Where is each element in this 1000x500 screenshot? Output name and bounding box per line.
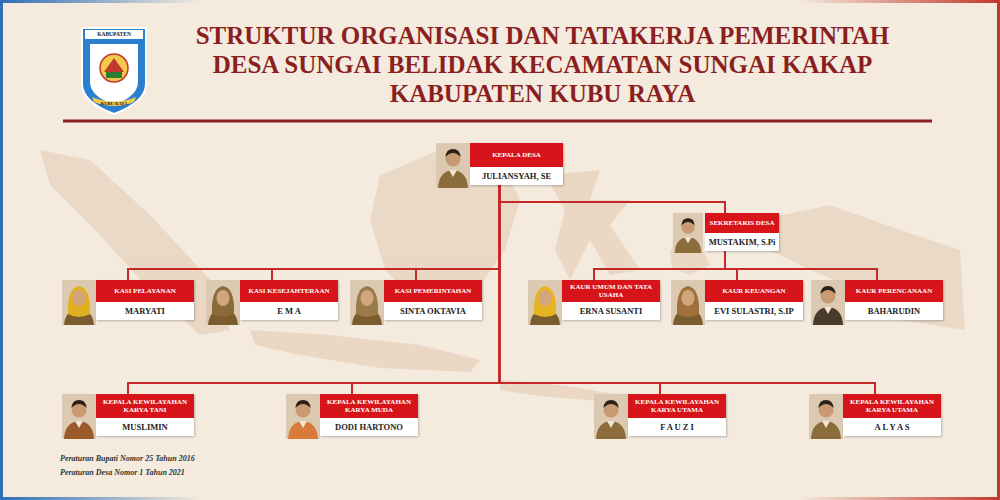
portrait <box>809 394 843 439</box>
regulation-note: Peraturan Desa Nomor 1 Tahun 2021 <box>60 468 185 477</box>
org-connector <box>725 251 877 280</box>
org-connector <box>416 185 500 280</box>
position-title: KASI KESEJAHTERAAN <box>240 280 338 302</box>
official-name: MARYATI <box>96 302 194 320</box>
official-name: MUSLIMIN <box>96 418 194 436</box>
org-connector <box>272 185 500 280</box>
portrait <box>350 280 384 325</box>
portrait <box>673 213 703 253</box>
position-title: KEPALA KEWILAYAHAN KARYA MUDA <box>320 394 418 418</box>
official-name: F A U Z I <box>628 418 726 436</box>
portrait <box>286 394 320 439</box>
official-name: MUSTAKIM, S.Pi <box>705 233 779 251</box>
position-title: SEKRETARIS DESA <box>705 213 779 233</box>
logo-text: KABUPATEN <box>85 31 143 37</box>
position-title: KASI PELAYANAN <box>96 280 194 302</box>
portrait <box>528 280 562 325</box>
org-connector <box>500 185 876 394</box>
position-title: KAUR PERENCANAAN <box>845 280 943 302</box>
position-title: KEPALA DESA <box>470 143 563 167</box>
org-connector <box>128 185 500 280</box>
portrait <box>671 280 705 325</box>
title-underline <box>63 120 932 123</box>
position-title: KAUR KEUANGAN <box>705 280 803 302</box>
portrait <box>811 280 845 325</box>
official-name: A L Y A S <box>843 418 941 436</box>
official-name: JULIANSYAH, SE <box>470 167 563 185</box>
org-box: KEPALA KEWILAYAHAN KARYA UTAMAF A U Z I <box>628 394 726 436</box>
org-box: KEPALA KEWILAYAHAN KARYA UTAMAA L Y A S <box>843 394 941 436</box>
portrait <box>62 394 96 439</box>
org-box: KEPALA KEWILAYAHAN KARYA TANIMUSLIMIN <box>96 394 194 436</box>
portrait <box>62 280 96 325</box>
portrait <box>206 280 240 325</box>
org-connector <box>500 185 661 394</box>
regulation-note: Peraturan Bupati Nomor 25 Tahun 2016 <box>60 454 195 463</box>
regency-logo <box>82 28 146 114</box>
org-box: KASI PEMERINTAHANSINTA OKTAVIA <box>384 280 482 320</box>
map-islands <box>40 150 965 402</box>
org-connector <box>594 251 725 280</box>
org-connector <box>725 251 737 280</box>
official-name: ERNA SUSANTI <box>562 302 660 320</box>
org-box: KAUR PERENCANAANBAHARUDIN <box>845 280 943 320</box>
org-box: KASI PELAYANANMARYATI <box>96 280 194 320</box>
org-connector <box>500 185 726 213</box>
org-box: KEPALA KEWILAYAHAN KARYA MUDADODI HARTON… <box>320 394 418 436</box>
portrait <box>436 143 470 188</box>
official-name: EVI SULASTRI, S.IP <box>705 302 803 320</box>
page-title: STRUKTUR ORGANISASI DAN TATAKERJA PEMERI… <box>165 22 920 108</box>
position-title: KEPALA KEWILAYAHAN KARYA UTAMA <box>843 394 941 418</box>
portrait <box>594 394 628 439</box>
org-box: SEKRETARIS DESAMUSTAKIM, S.Pi <box>705 213 779 251</box>
org-box: KAUR UMUM DAN TATA USAHAERNA SUSANTI <box>562 280 660 320</box>
position-title: KAUR UMUM DAN TATA USAHA <box>562 280 660 302</box>
position-title: KEPALA KEWILAYAHAN KARYA TANI <box>96 394 194 418</box>
org-box: KEPALA DESAJULIANSYAH, SE <box>470 143 563 185</box>
position-title: KEPALA KEWILAYAHAN KARYA UTAMA <box>628 394 726 418</box>
logo-text: KUBU RAYA <box>96 101 132 106</box>
official-name: E M A <box>240 302 338 320</box>
official-name: BAHARUDIN <box>845 302 943 320</box>
org-box: KASI KESEJAHTERAANE M A <box>240 280 338 320</box>
official-name: DODI HARTONO <box>320 418 418 436</box>
position-title: KASI PEMERINTAHAN <box>384 280 482 302</box>
official-name: SINTA OKTAVIA <box>384 302 482 320</box>
org-box: KAUR KEUANGANEVI SULASTRI, S.IP <box>705 280 803 320</box>
